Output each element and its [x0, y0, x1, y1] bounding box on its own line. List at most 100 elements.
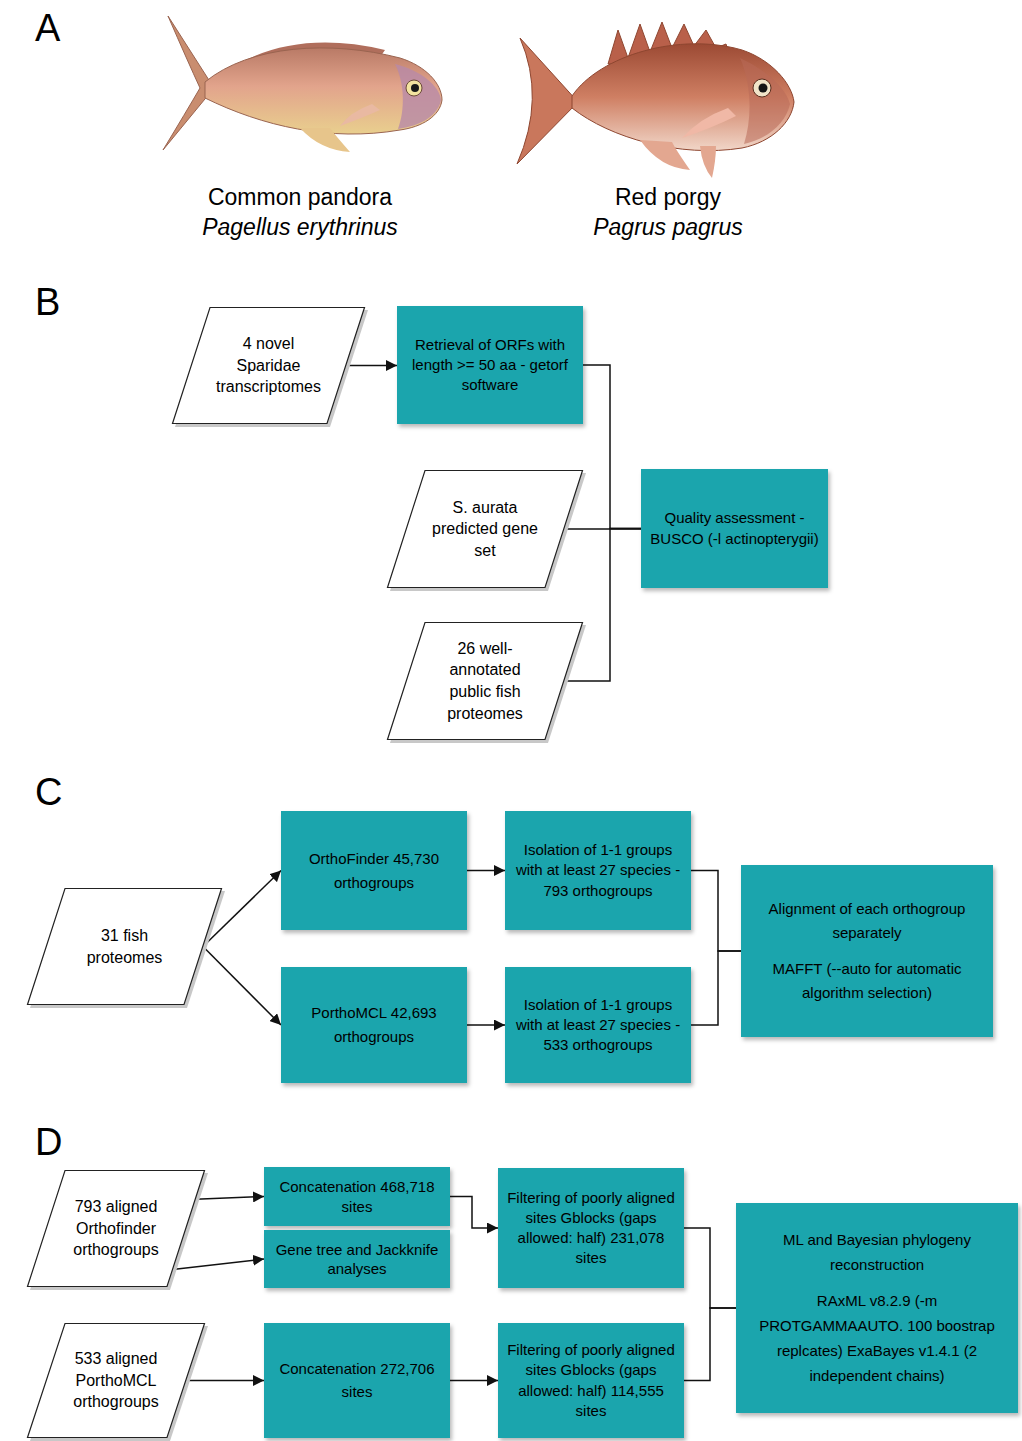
fish-body	[205, 48, 442, 134]
node-text: 4 novel Sparidae transcriptomes	[213, 333, 324, 398]
parallelogram-shape	[173, 308, 365, 424]
node-text-group: S. aurata predicted gene set	[428, 497, 542, 562]
fish-anal-fin	[640, 140, 690, 170]
fish-eye	[753, 79, 771, 97]
arrow-connector	[196, 1197, 265, 1200]
panel-letter: B	[35, 280, 60, 326]
connector-line	[583, 365, 641, 529]
input-parallelogram: 793 aligned Orthofinder orthogroups	[27, 1170, 205, 1287]
node-text-group: ML and Bayesian phylogeny reconstruction…	[745, 1228, 1009, 1389]
connector-line	[564, 529, 641, 682]
node-text: ML and Bayesian phylogeny reconstruction	[745, 1228, 1009, 1278]
process-box: Gene tree and Jackknife analyses	[264, 1230, 450, 1288]
node-text: Filtering of poorly aligned sites Gblock…	[507, 1340, 675, 1421]
arrow-connector	[467, 870, 505, 872]
parallelogram-outline	[387, 622, 583, 740]
porgy-fish	[517, 22, 794, 178]
parallelogram-shape	[388, 471, 583, 588]
input-parallelogram: S. aurata predicted gene set	[387, 470, 583, 588]
process-box: Retrieval of ORFs with length >= 50 aa -…	[397, 306, 583, 424]
process-box: Quality assessment - BUSCO (-l actinopte…	[641, 469, 828, 588]
node-text-group: PorthoMCL 42,693 orthogroups	[290, 1001, 458, 1049]
node-text: 31 fish proteomes	[68, 925, 181, 968]
pandora-fish	[163, 16, 442, 152]
node-text-group: Retrieval of ORFs with length >= 50 aa -…	[406, 335, 574, 396]
parallelogram-outline	[27, 888, 222, 1005]
arrow-connector	[203, 947, 281, 1026]
node-text-group: Concatenation 468,718 sites	[273, 1177, 441, 1216]
node-text: Isolation of 1-1 groups with at least 27…	[514, 840, 682, 901]
node-text: Retrieval of ORFs with length >= 50 aa -…	[406, 335, 574, 396]
connector-line	[691, 871, 741, 952]
connector-line	[691, 951, 741, 1025]
process-box: PorthoMCL 42,693 orthogroups	[281, 967, 467, 1083]
node-text-group: Quality assessment - BUSCO (-l actinopte…	[650, 508, 819, 549]
process-box: Filtering of poorly aligned sites Gblock…	[498, 1323, 684, 1438]
node-text-group: Isolation of 1-1 groups with at least 27…	[514, 995, 682, 1056]
arrow-connector	[450, 1197, 498, 1229]
node-text-group: Gene tree and Jackknife analyses	[273, 1240, 441, 1279]
species-common-name: Red porgy	[615, 184, 721, 212]
node-text: Concatenation 468,718 sites	[273, 1177, 441, 1216]
node-text: Isolation of 1-1 groups with at least 27…	[514, 995, 682, 1056]
panel-letter: A	[35, 6, 60, 52]
node-text-group: Isolation of 1-1 groups with at least 27…	[514, 840, 682, 901]
node-text-group: 31 fish proteomes	[68, 925, 181, 968]
process-box: Concatenation 272,706 sites	[264, 1323, 450, 1438]
node-text: OrthoFinder 45,730 orthogroups	[290, 847, 458, 895]
node-text: Quality assessment - BUSCO (-l actinopte…	[650, 508, 819, 549]
node-text: S. aurata predicted gene set	[428, 497, 542, 562]
node-text: Gene tree and Jackknife analyses	[273, 1240, 441, 1279]
node-text-group: Alignment of each orthogroup separatelyM…	[750, 897, 984, 1005]
node-text: Concatenation 272,706 sites	[273, 1358, 441, 1403]
node-text: 26 well-annotated public fish proteomes	[428, 638, 542, 724]
arrow-connector	[450, 1380, 498, 1382]
fish-illustrations	[0, 0, 1022, 260]
process-box: ML and Bayesian phylogeny reconstruction…	[736, 1203, 1018, 1413]
panel-letter: D	[35, 1120, 62, 1166]
species-latin-name: Pagellus erythrinus	[202, 214, 398, 242]
fish-body	[572, 44, 794, 151]
fish-eye	[406, 80, 422, 96]
node-text-group: OrthoFinder 45,730 orthogroups	[290, 847, 458, 895]
node-text: Alignment of each orthogroup separately	[750, 897, 984, 945]
node-text: 533 aligned PorthoMCL orthogroups	[68, 1348, 164, 1413]
process-box: Isolation of 1-1 groups with at least 27…	[505, 967, 691, 1083]
species-latin-name: Pagrus pagrus	[593, 214, 743, 242]
node-text: 793 aligned Orthofinder orthogroups	[68, 1196, 164, 1261]
connector-line	[684, 1308, 736, 1381]
connector-line	[684, 1228, 736, 1308]
fish-head	[395, 64, 441, 129]
node-text-group: Filtering of poorly aligned sites Gblock…	[507, 1340, 675, 1421]
node-text: Filtering of poorly aligned sites Gblock…	[507, 1188, 675, 1269]
node-text-group: 533 aligned PorthoMCL orthogroups	[68, 1348, 164, 1413]
fish-pectoral-fin	[340, 104, 380, 126]
parallelogram-shape	[28, 889, 222, 1005]
arrow-connector	[467, 1024, 505, 1026]
node-text-group: 26 well-annotated public fish proteomes	[428, 638, 542, 724]
fish-pelvic-fin	[700, 146, 716, 178]
panel-letter: C	[35, 770, 62, 816]
fish-pupil	[759, 84, 768, 93]
fish-pupil	[411, 84, 419, 92]
species-common-name: Common pandora	[208, 184, 392, 212]
fish-head	[740, 58, 790, 144]
fish-tail	[517, 38, 578, 164]
fish-pectoral-fin	[682, 108, 736, 138]
node-text-group: Concatenation 272,706 sites	[273, 1358, 441, 1403]
parallelogram-shape	[28, 1324, 205, 1438]
node-text: RAxML v8.2.9 (-m PROTGAMMAAUTO. 100 boos…	[745, 1289, 1009, 1388]
arrow-connector	[173, 1259, 264, 1270]
parallelogram-shape	[388, 623, 583, 740]
node-text-group: Filtering of poorly aligned sites Gblock…	[507, 1188, 675, 1269]
node-text: PorthoMCL 42,693 orthogroups	[290, 1001, 458, 1049]
input-parallelogram: 31 fish proteomes	[27, 888, 222, 1005]
process-box: OrthoFinder 45,730 orthogroups	[281, 811, 467, 930]
fish-anal-fin	[300, 128, 350, 152]
node-text: MAFFT (--auto for automatic algorithm se…	[750, 957, 984, 1005]
process-box: Concatenation 468,718 sites	[264, 1167, 450, 1226]
input-parallelogram: 533 aligned PorthoMCL orthogroups	[27, 1323, 205, 1438]
arrow-connector	[186, 1380, 264, 1382]
process-box: Alignment of each orthogroup separatelyM…	[741, 865, 993, 1037]
